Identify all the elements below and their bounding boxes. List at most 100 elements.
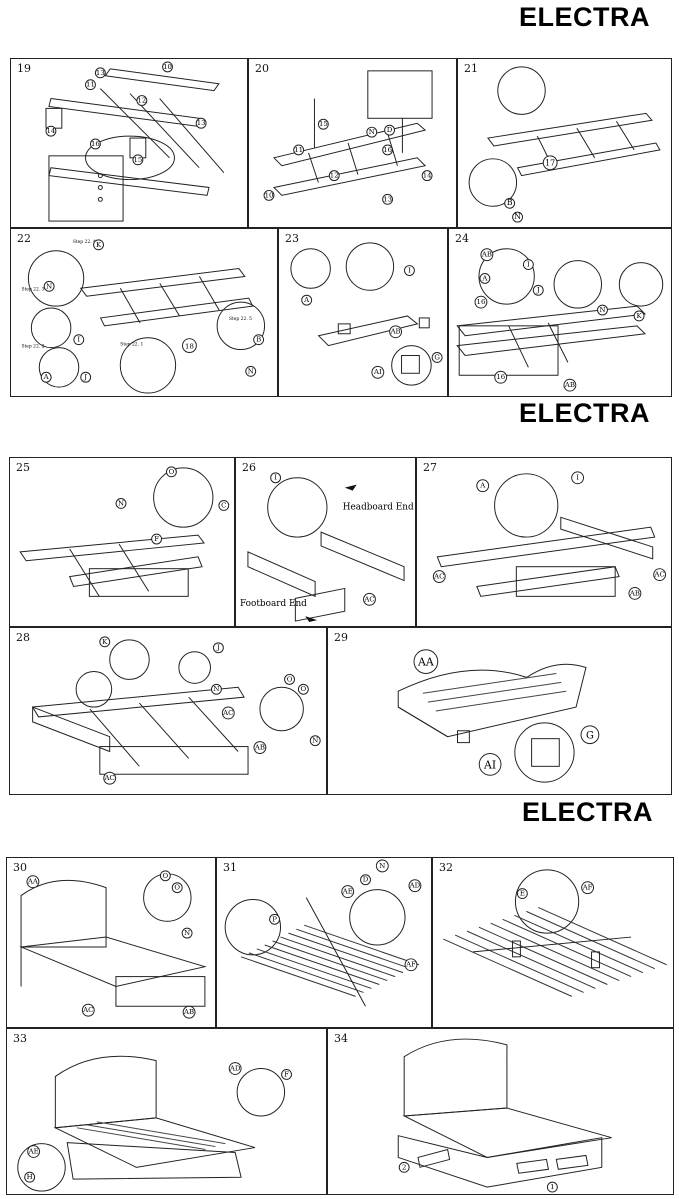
- callout: N: [184, 929, 190, 937]
- callout: 10: [163, 63, 172, 71]
- step-19-panel: 19 10 11 12 13 13 14 15 16: [10, 58, 248, 228]
- step-number: 20: [255, 62, 269, 75]
- callout: N: [312, 737, 318, 745]
- step-22-panel: 22 Step 22. 4 Step 22. 3 Step 22. 2 Step…: [10, 228, 278, 397]
- step-25-panel: 25 O N C F: [9, 457, 235, 627]
- step-number: 22: [17, 232, 31, 245]
- step-28-panel: 28 K J N AC AB AC O O N: [9, 627, 327, 795]
- step-number: 31: [223, 861, 237, 874]
- step-20-panel: 20 10 11 12 13 14 15 16 D N: [248, 58, 457, 228]
- callout: N: [369, 128, 375, 136]
- step-30-panel: 30 AA O O N AC AB: [6, 857, 216, 1028]
- arrow-icon: [305, 616, 318, 623]
- callout: AB: [564, 381, 575, 389]
- callout: N: [118, 499, 124, 507]
- callout: O: [301, 685, 307, 693]
- callout: K: [102, 638, 108, 646]
- callout: 16: [477, 298, 486, 306]
- callout: N: [379, 862, 385, 870]
- callout: AF: [405, 961, 416, 969]
- callout: J: [536, 286, 540, 294]
- step-26-panel: 26 I AC Headboard End Footboard End: [235, 457, 416, 627]
- step-22-drawing: Step 22. 4 Step 22. 3 Step 22. 2 Step 22…: [21, 239, 266, 394]
- callout: AE: [342, 888, 353, 896]
- step-21-panel: 21 17 B N: [457, 58, 672, 228]
- step-29-drawing: AA G AI: [397, 649, 600, 783]
- brand-title-3: ELECTRA: [522, 797, 653, 827]
- step-27-panel: 27 A I AC AC AB: [416, 457, 672, 627]
- step-number: 21: [464, 62, 478, 75]
- callout: I: [274, 474, 277, 482]
- callout: J: [83, 373, 87, 381]
- step-33-panel: 33 AD F AE H: [6, 1028, 327, 1195]
- step-number: 34: [334, 1032, 348, 1045]
- callout: J: [216, 644, 220, 652]
- callout: AB: [183, 1008, 194, 1016]
- callout: F: [154, 535, 159, 543]
- step-number: 30: [13, 861, 27, 874]
- callout: I: [576, 474, 579, 482]
- callout: G: [586, 731, 594, 742]
- step-note: Step 22. 4: [73, 240, 96, 245]
- callout: 2: [402, 1163, 406, 1171]
- callout: K: [636, 312, 642, 320]
- callout: 12: [137, 96, 146, 104]
- step-note: Step 22. 1: [120, 343, 143, 348]
- step-number: 19: [17, 62, 31, 75]
- step-note: Step 22. 2: [21, 345, 44, 350]
- step-29-panel: 29 AA G AI: [327, 627, 672, 795]
- step-number: 26: [242, 461, 256, 474]
- callout: N: [213, 685, 219, 693]
- callout: 12: [330, 172, 339, 180]
- callout: AB: [390, 328, 401, 336]
- callout: O: [163, 872, 169, 880]
- callout: 1: [550, 1183, 554, 1191]
- footboard-end-label: Footboard End: [240, 599, 307, 609]
- callout: AI: [373, 368, 382, 376]
- callout: A: [43, 373, 50, 381]
- step-26-drawing: I AC Headboard End Footboard End: [240, 472, 414, 623]
- step-note: Step 22. 3: [21, 287, 44, 292]
- step-number: 29: [334, 631, 348, 644]
- step-number: 28: [16, 631, 30, 644]
- callout: AB: [629, 589, 640, 597]
- step-27-drawing: A I AC AC AB: [432, 471, 667, 600]
- callout: I: [527, 261, 530, 269]
- step-20-drawing: 10 11 12 13 14 15 16 D N: [263, 70, 433, 205]
- step-23-drawing: A I AB G AI: [290, 242, 443, 386]
- step-23-panel: 23 A I AB G AI: [278, 228, 448, 397]
- callout: B: [256, 336, 261, 344]
- callout: 13: [383, 195, 392, 203]
- brand-title-2: ELECTRA: [519, 398, 650, 428]
- callout: AD: [409, 882, 421, 890]
- step-number: 23: [285, 232, 299, 245]
- callout: E: [520, 890, 525, 898]
- callout: AE: [28, 1147, 39, 1155]
- callout: I: [408, 266, 411, 274]
- callout: 15: [133, 156, 142, 164]
- step-24-drawing: AB A I J 16 N K 16 AB: [456, 248, 664, 392]
- callout: 13: [197, 119, 206, 127]
- callout: N: [514, 212, 521, 221]
- step-21-drawing: 17 B N: [468, 66, 661, 223]
- callout: 17: [545, 159, 555, 168]
- step-25-drawing: O N C F: [19, 466, 230, 597]
- step-32-panel: 32 E AF: [432, 857, 674, 1028]
- callout: P: [272, 915, 277, 923]
- step-number: 25: [16, 461, 30, 474]
- callout: AB: [481, 251, 492, 259]
- callout: AC: [104, 774, 115, 782]
- callout: 11: [294, 146, 303, 154]
- step-note: Step 22. 5: [229, 317, 252, 322]
- callout: 14: [423, 172, 432, 180]
- headboard-end-label: Headboard End: [343, 502, 414, 512]
- callout: 11: [86, 81, 95, 89]
- callout: AF: [582, 884, 593, 892]
- callout: A: [479, 482, 486, 490]
- callout: AC: [433, 573, 444, 581]
- callout: 10: [265, 191, 274, 199]
- callout: D: [363, 876, 369, 884]
- callout: AD: [229, 1064, 241, 1072]
- callout: AC: [222, 709, 233, 717]
- callout: AC: [363, 595, 374, 603]
